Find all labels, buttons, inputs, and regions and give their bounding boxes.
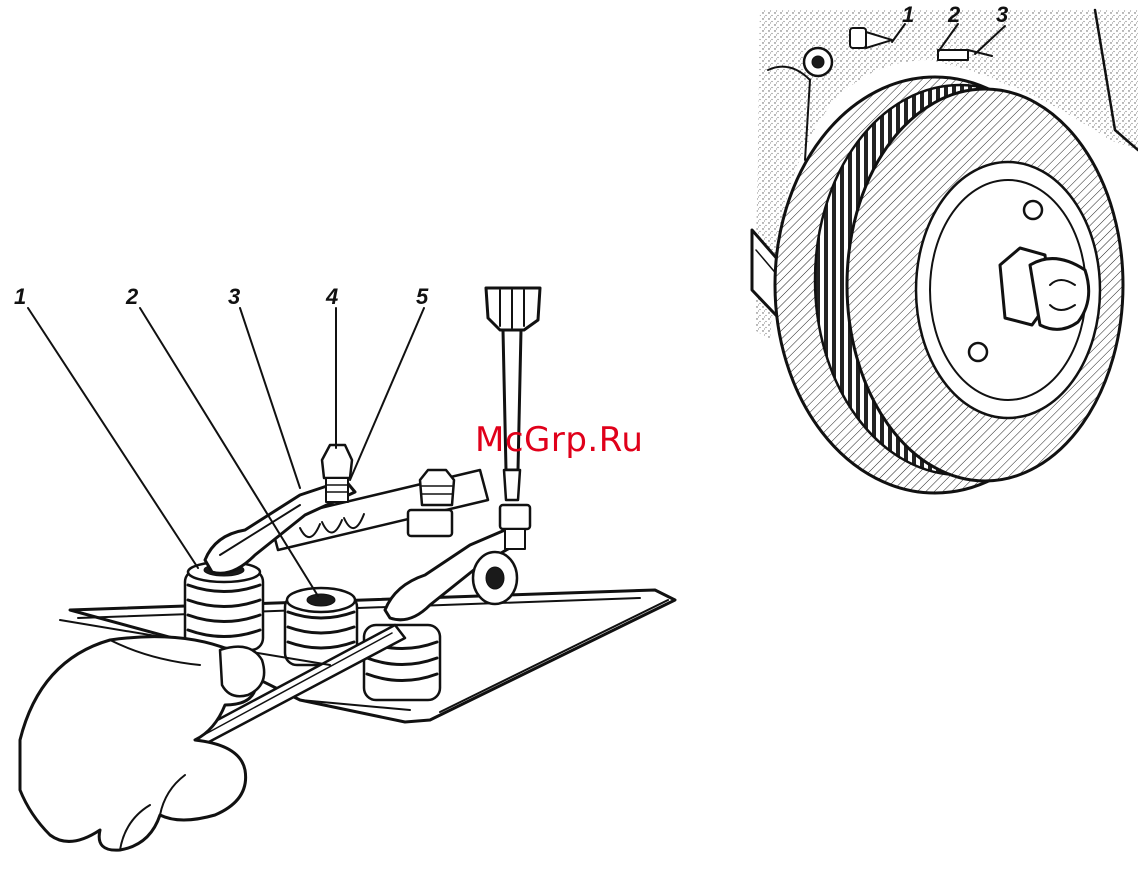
watermark: McGrp.Ru [475,420,643,460]
callout-right-3: 3 [996,2,1008,27]
callout-left-5: 5 [416,284,429,309]
valve-spring-left [185,562,263,650]
pulley-bolt-bottom [969,343,987,361]
screwdriver [486,288,540,500]
adjusting-screw-4 [322,445,352,502]
callout-right-2: 2 [947,2,961,27]
callout-left-2: 2 [125,284,139,309]
rocker-arm-right [385,530,517,620]
timing-marks-figure: 1 2 3 [752,2,1138,493]
adjusting-screw-right [500,505,530,549]
callout-left-1: 1 [14,284,26,309]
callout-left-3: 3 [228,284,240,309]
hand [20,637,264,851]
callout-right-1: 1 [902,2,914,27]
callout-left-4: 4 [325,284,338,309]
valve-adjustment-figure: 1 2 3 4 5 [14,284,675,850]
mounting-bolt [804,48,832,76]
pulley-bolt-top [1024,201,1042,219]
